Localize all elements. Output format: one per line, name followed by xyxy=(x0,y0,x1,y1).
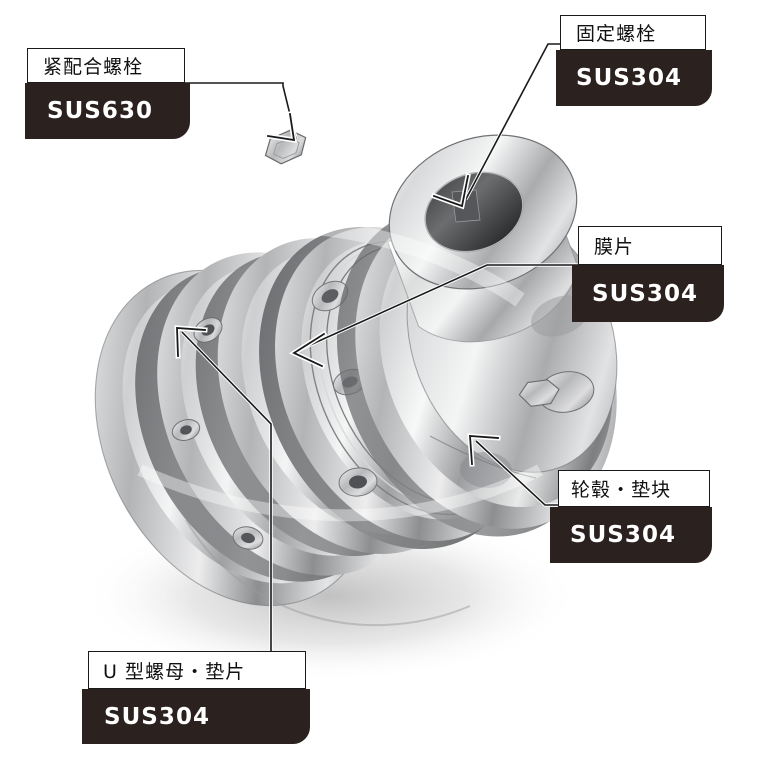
callout-fit-bolt-material: SUS630 xyxy=(47,98,154,124)
callout-hub-spacer-name: 轮毂・垫块 xyxy=(571,479,672,501)
callout-fixing-bolt-header: 固定螺栓 xyxy=(560,15,706,50)
callout-diaphragm-material-box: SUS304 xyxy=(572,265,724,322)
callout-u-nut-washer-material: SUS304 xyxy=(104,703,211,730)
callout-fit-bolt-name: 紧配合螺栓 xyxy=(43,56,144,78)
callout-hub-spacer-material-box: SUS304 xyxy=(550,507,712,563)
callout-fixing-bolt-material: SUS304 xyxy=(576,65,683,91)
callout-u-nut-washer-header: U 型螺母・垫片 xyxy=(88,651,306,689)
callout-u-nut-washer-name: U 型螺母・垫片 xyxy=(103,660,246,683)
callout-diaphragm-material: SUS304 xyxy=(592,280,699,307)
callout-diaphragm-name: 膜片 xyxy=(594,236,635,258)
callout-fit-bolt-material-box: SUS630 xyxy=(25,83,190,139)
callout-fixing-bolt-material-box: SUS304 xyxy=(556,50,712,106)
callout-u-nut-washer-material-box: SUS304 xyxy=(82,689,310,744)
callout-hub-spacer-material: SUS304 xyxy=(570,522,677,548)
callout-diaphragm-header: 膜片 xyxy=(578,226,722,265)
callout-fixing-bolt-name: 固定螺栓 xyxy=(576,23,657,45)
callout-fit-bolt-header: 紧配合螺栓 xyxy=(27,48,185,83)
callout-hub-spacer-header: 轮毂・垫块 xyxy=(558,470,710,507)
